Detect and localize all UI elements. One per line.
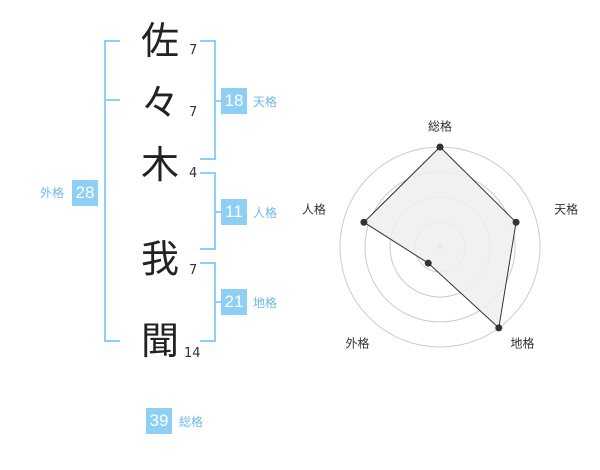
- gaikaku-inner-tick: [104, 99, 120, 101]
- radar-point: [495, 324, 503, 332]
- chikaku-value-badge: 21: [221, 289, 247, 315]
- radar-axis-label: 天格: [554, 201, 578, 216]
- name-char-3: 木: [140, 143, 179, 187]
- gaikaku-label: 外格: [40, 186, 65, 200]
- gaikaku-value-badge: 28: [72, 180, 98, 206]
- radar-axis-label: 人格: [302, 201, 326, 216]
- radar-polygon: [363, 146, 517, 329]
- gaikaku-bracket: [104, 40, 120, 342]
- stroke-count-2: 7: [189, 105, 198, 120]
- jinkaku-value-badge: 11: [221, 199, 247, 225]
- radar-point: [512, 218, 520, 226]
- soukaku-label: 総格: [179, 415, 204, 429]
- radar-series: [360, 143, 520, 332]
- radar-point: [360, 218, 368, 226]
- radar-point: [424, 259, 432, 267]
- radar-point: [436, 143, 444, 151]
- stroke-count-4: 7: [189, 263, 198, 278]
- stroke-count-3: 4: [189, 166, 198, 181]
- radar-axis-label: 外格: [345, 336, 369, 351]
- chikaku-connector: [214, 301, 221, 303]
- tenkaku-label: 天格: [253, 95, 278, 109]
- stroke-count-1: 7: [189, 43, 198, 58]
- name-char-1: 佐: [140, 19, 179, 63]
- radar-axis-label: 総格: [428, 119, 452, 134]
- chikaku-label: 地格: [253, 296, 278, 310]
- tenkaku-value-badge: 18: [221, 88, 247, 114]
- jinkaku-label: 人格: [253, 206, 278, 220]
- jinkaku-connector: [214, 211, 221, 213]
- name-char-4: 我: [140, 237, 179, 281]
- soukaku-value-badge: 39: [146, 408, 172, 434]
- name-char-5: 聞: [140, 319, 179, 363]
- stroke-count-5: 14: [184, 346, 201, 361]
- radar-axis-label: 地格: [511, 336, 535, 351]
- name-char-2: 々: [140, 81, 179, 125]
- tenkaku-connector: [214, 100, 221, 102]
